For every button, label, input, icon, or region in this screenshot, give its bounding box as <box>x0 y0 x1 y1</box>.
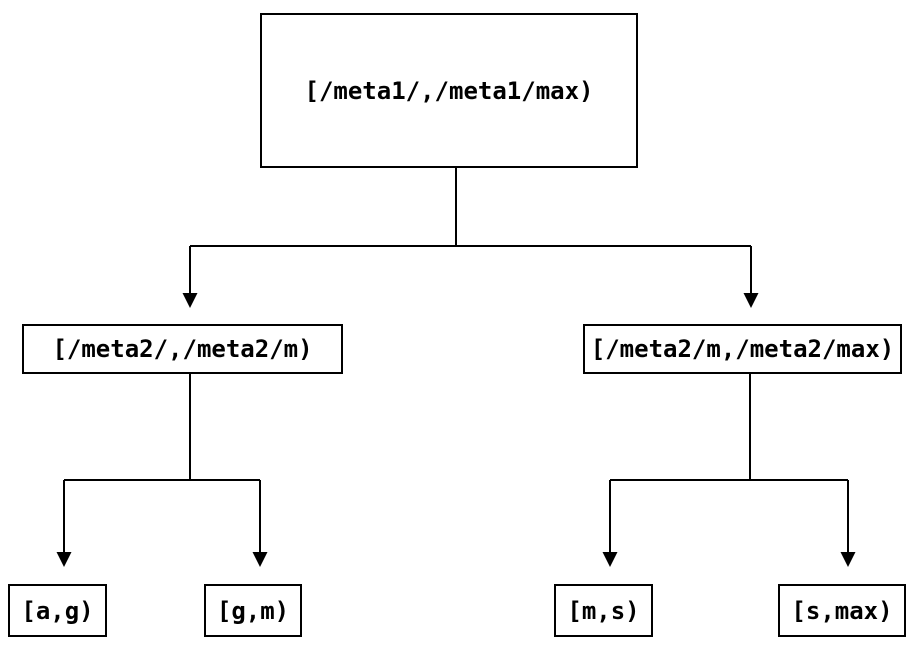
arrow-down-icon <box>602 552 618 567</box>
node-mid-left: [/meta2/,/meta2/m) <box>22 324 343 374</box>
node-leaf-smax-label: [s,max) <box>791 596 893 625</box>
node-leaf-ag: [a,g) <box>8 584 107 637</box>
arrow-down-icon <box>252 552 268 567</box>
node-leaf-gm: [g,m) <box>204 584 302 637</box>
node-leaf-gm-label: [g,m) <box>216 596 290 625</box>
mid-left-to-children-connector <box>63 374 261 552</box>
node-leaf-ms-label: [m,s) <box>567 596 640 625</box>
root-to-children-connector <box>189 168 752 293</box>
node-root-label: [/meta1/,/meta1/max) <box>304 76 594 105</box>
arrow-down-icon <box>743 293 759 308</box>
node-root: [/meta1/,/meta1/max) <box>260 13 638 168</box>
arrow-down-icon <box>840 552 856 567</box>
mid-right-to-children-connector <box>609 374 849 552</box>
node-mid-right: [/meta2/m,/meta2/max) <box>583 324 902 374</box>
node-leaf-ms: [m,s) <box>554 584 653 637</box>
node-leaf-smax: [s,max) <box>778 584 906 637</box>
arrow-down-icon <box>56 552 72 567</box>
node-mid-left-label: [/meta2/,/meta2/m) <box>52 335 313 363</box>
arrow-down-icon <box>182 293 198 308</box>
node-mid-right-label: [/meta2/m,/meta2/max) <box>590 335 895 363</box>
node-leaf-ag-label: [a,g) <box>21 596 94 625</box>
